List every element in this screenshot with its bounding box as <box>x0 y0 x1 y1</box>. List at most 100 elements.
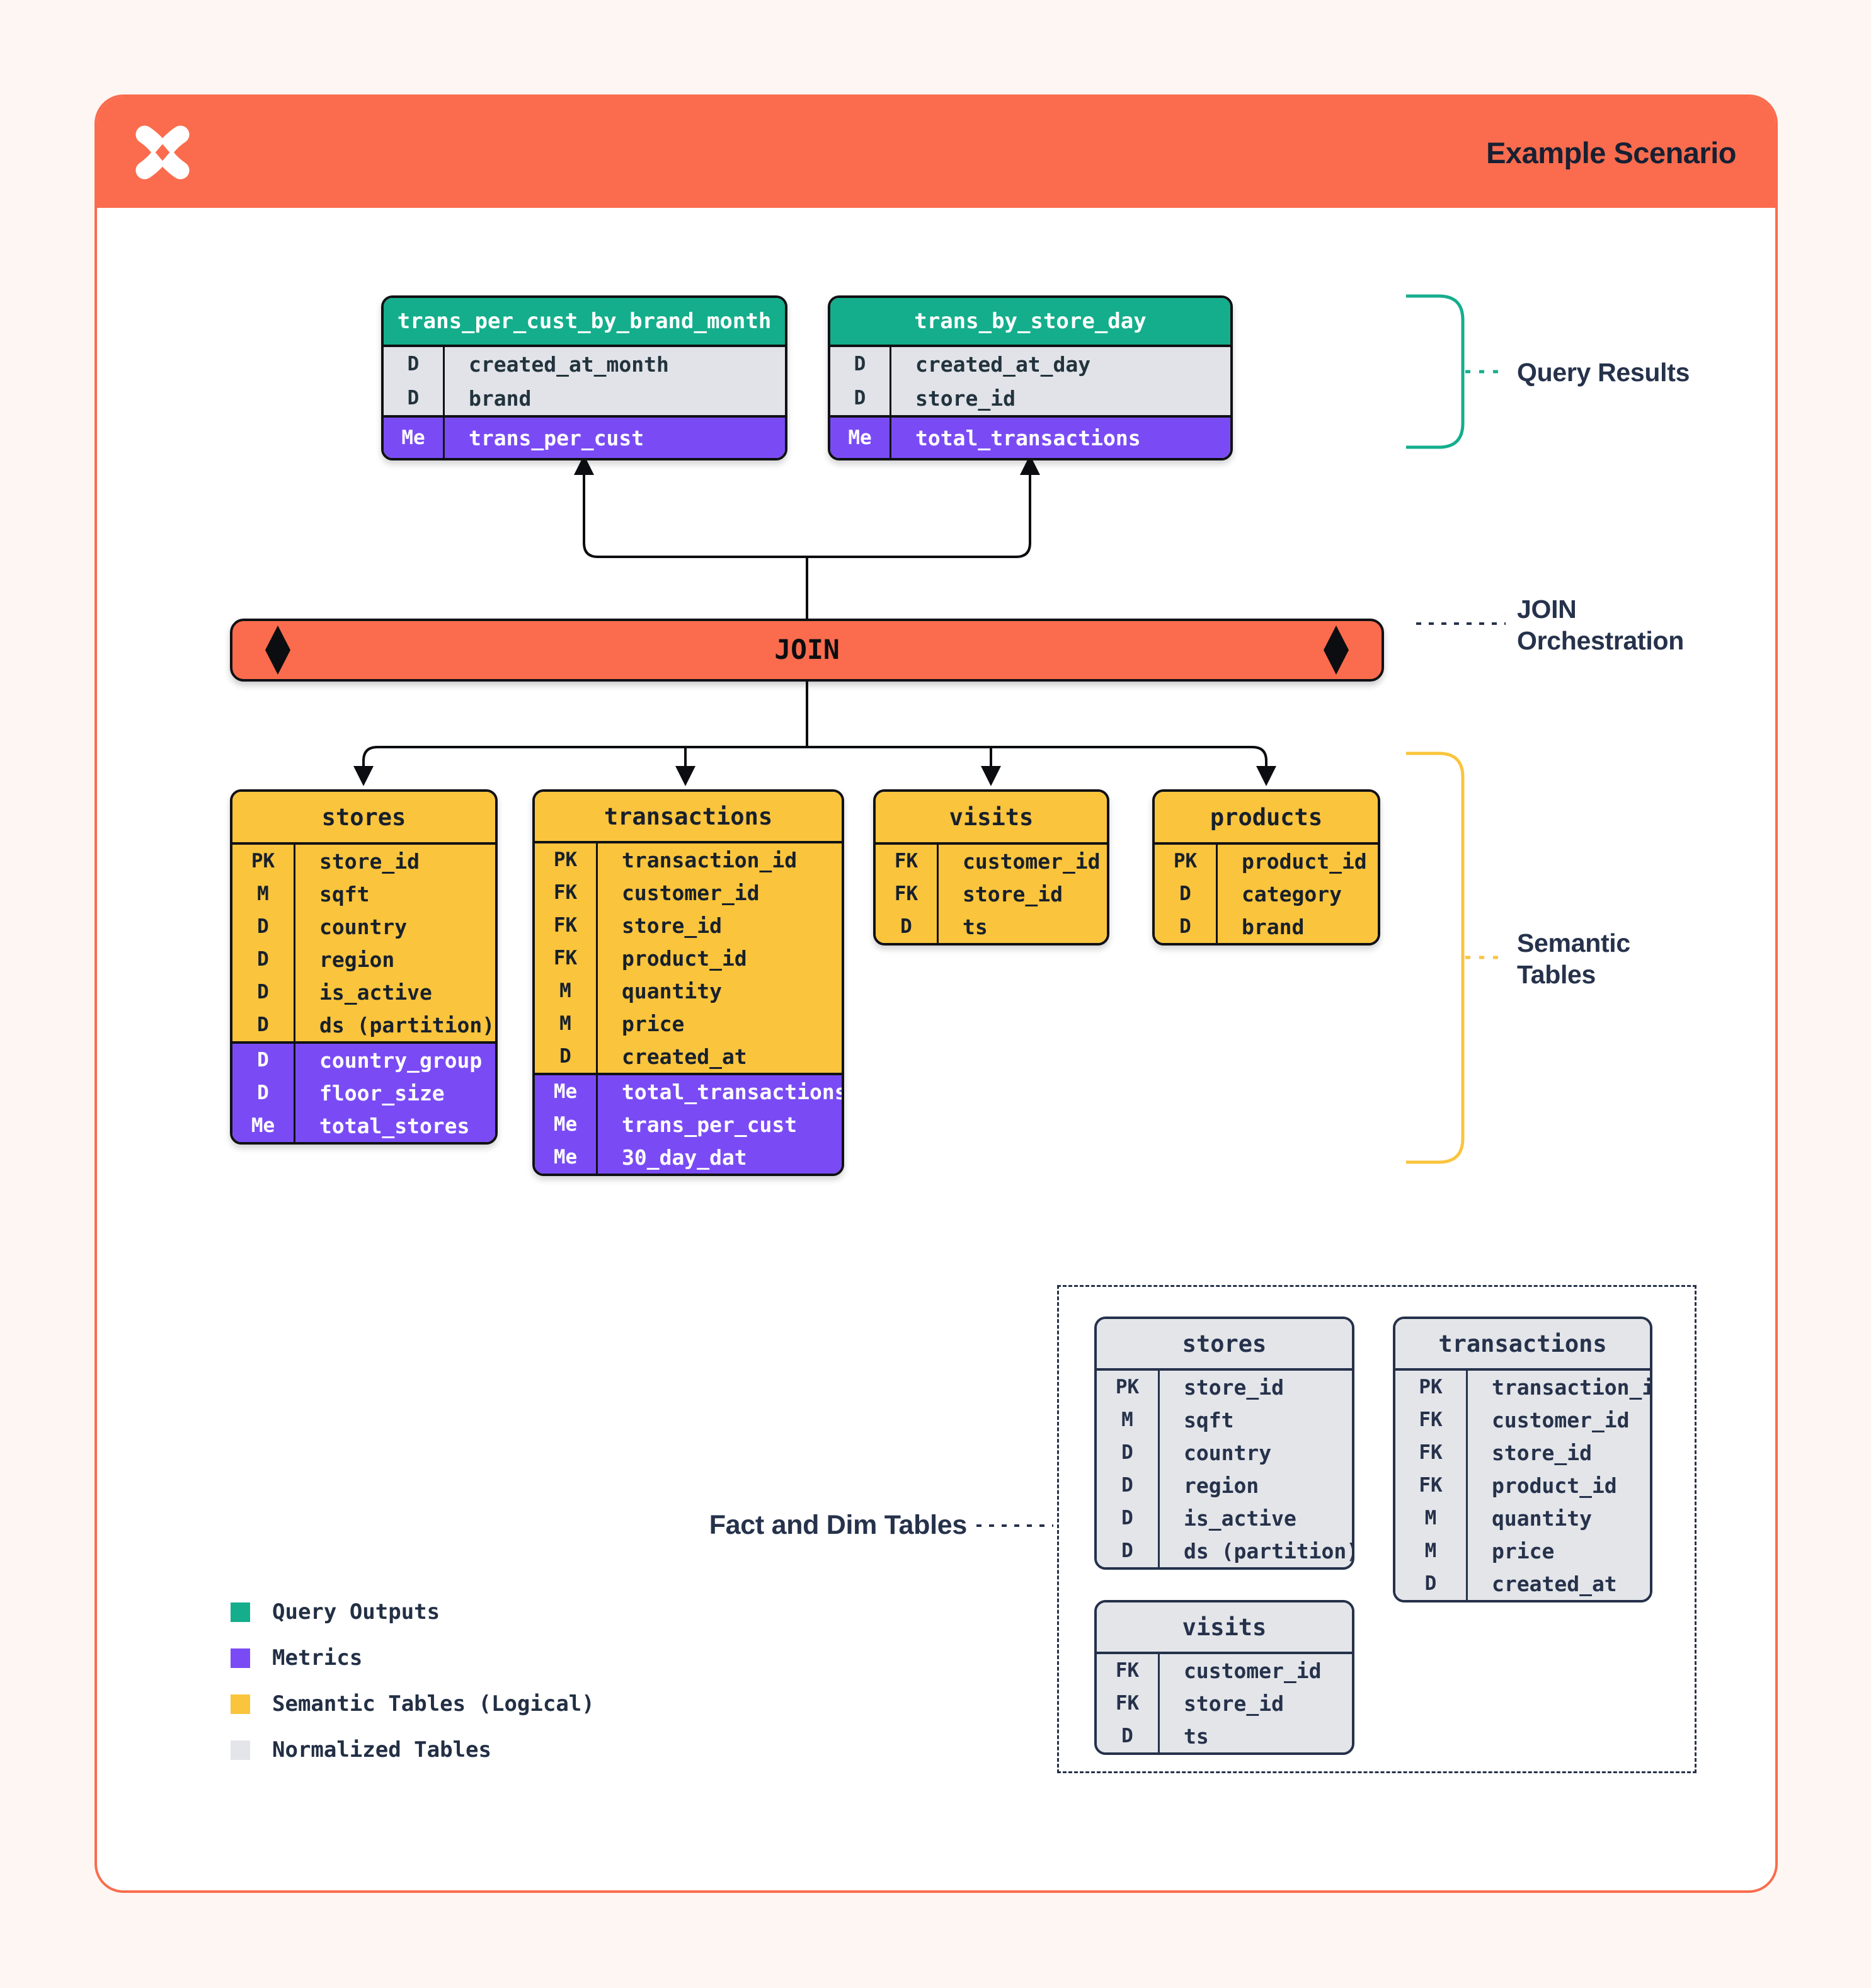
column-key: D <box>1097 1436 1160 1469</box>
column-name: customer_id <box>963 848 1101 874</box>
column-key: M <box>232 877 295 910</box>
column-name: store_id <box>1184 1691 1284 1716</box>
column-key: PK <box>1395 1371 1468 1403</box>
column-key: PK <box>535 843 598 876</box>
column-name: trans_per_cust <box>622 1112 798 1137</box>
column-key: FK <box>1395 1469 1468 1502</box>
query-results-label: Query Results <box>1517 358 1690 387</box>
column-key: FK <box>1097 1654 1160 1687</box>
legend-item: Semantic Tables (Logical) <box>231 1691 595 1717</box>
column-key: D <box>1097 1720 1160 1752</box>
column-key: M <box>1395 1534 1468 1567</box>
column-name: region <box>319 947 395 972</box>
card-header-bar: Example Scenario <box>97 97 1775 208</box>
column-key: D <box>1395 1567 1468 1600</box>
column-name: ts <box>1184 1723 1209 1749</box>
legend-item: Query Outputs <box>231 1599 595 1625</box>
logo-center-diamond <box>155 144 170 161</box>
column-key: M <box>535 1007 598 1040</box>
column-name: transaction_id <box>1492 1374 1652 1400</box>
table-title: trans_by_store_day <box>830 298 1230 345</box>
table-row: PK transaction_id <box>535 843 842 876</box>
column-name: price <box>622 1011 685 1036</box>
column-key: Me <box>535 1141 598 1174</box>
column-name: customer_id <box>1184 1658 1322 1683</box>
column-name: is_active <box>319 980 432 1005</box>
column-key: D <box>1155 877 1218 910</box>
fact-dim-tables-box <box>1057 1285 1696 1773</box>
column-name: country <box>319 914 408 939</box>
column-key: D <box>384 347 445 381</box>
column-name: 30_day_dat <box>622 1145 747 1170</box>
pinwheel-x-logo <box>135 125 190 180</box>
legend-swatch-gray <box>231 1740 250 1760</box>
legend-swatch-yellow <box>231 1694 250 1714</box>
column-key: D <box>384 381 445 415</box>
column-key: D <box>830 347 891 381</box>
column-key: Me <box>830 418 891 458</box>
column-name: created_at <box>622 1044 747 1069</box>
column-key: D <box>1097 1534 1160 1567</box>
column-key: Me <box>535 1108 598 1141</box>
column-key: PK <box>1097 1371 1160 1403</box>
table-row: FK product_id <box>1395 1469 1650 1502</box>
column-key: D <box>232 976 295 1008</box>
column-name: ds (partition) <box>1184 1538 1354 1563</box>
column-name: category <box>1242 881 1342 906</box>
column-key: D <box>1097 1502 1160 1534</box>
column-key: D <box>535 1040 598 1073</box>
column-name: product_id <box>1492 1473 1617 1498</box>
column-name: created_at <box>1492 1571 1617 1596</box>
legend-swatch-green <box>231 1602 250 1622</box>
column-key: D <box>876 910 939 943</box>
table-row: Me 30_day_dat <box>535 1141 842 1174</box>
column-key: D <box>232 1077 295 1109</box>
column-key: FK <box>876 877 939 910</box>
legend-label: Normalized Tables <box>272 1737 491 1762</box>
legend-item: Metrics <box>231 1645 595 1671</box>
table-title: transactions <box>535 792 842 841</box>
column-name: customer_id <box>1492 1407 1630 1432</box>
column-name: store_id <box>622 913 722 938</box>
column-name: quantity <box>622 978 722 1003</box>
column-key: D <box>232 1044 295 1077</box>
table-title: visits <box>876 792 1107 842</box>
page-title: Example Scenario <box>1486 135 1736 169</box>
fact-dim-tables-label: Fact and Dim Tables <box>709 1510 968 1540</box>
column-name: customer_id <box>622 880 760 905</box>
table-title: products <box>1155 792 1378 842</box>
column-name: store_id <box>319 848 420 874</box>
column-key: D <box>1097 1469 1160 1502</box>
semantic-tables-label: Semantic Tables <box>1517 928 1630 989</box>
column-name: quantity <box>1492 1505 1592 1531</box>
column-name: transaction_id <box>622 847 798 872</box>
